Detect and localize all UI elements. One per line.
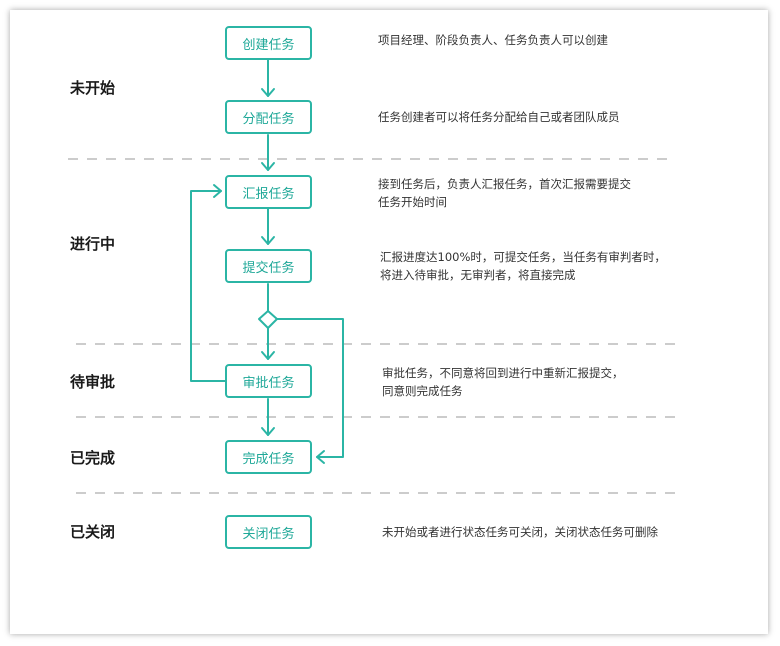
note-close: 未开始或者进行状态任务可关闭，关闭状态任务可删除 xyxy=(382,523,658,541)
note-assign-text: 任务创建者可以将任务分配给自己或者团队成员 xyxy=(378,110,620,124)
note-create: 项目经理、阶段负责人、任务负责人可以创建 xyxy=(378,31,608,49)
stage-label-in-progress: 进行中 xyxy=(70,235,116,253)
node-report-task[interactable]: 汇报任务 xyxy=(225,175,312,209)
note-create-text: 项目经理、阶段负责人、任务负责人可以创建 xyxy=(378,33,608,47)
note-review-line1: 审批任务，不同意将回到进行中重新汇报提交， xyxy=(382,366,624,380)
stage-label-pending-review: 待审批 xyxy=(70,373,116,391)
diagram-card xyxy=(10,10,768,634)
note-submit-line2: 将进入待审批，无审判者，将直接完成 xyxy=(380,268,576,282)
node-complete-task[interactable]: 完成任务 xyxy=(225,440,312,474)
note-review: 审批任务，不同意将回到进行中重新汇报提交， 同意则完成任务 xyxy=(382,364,624,400)
note-report-line2: 任务开始时间 xyxy=(378,195,447,209)
note-report-line1: 接到任务后，负责人汇报任务，首次汇报需要提交 xyxy=(378,177,631,191)
note-close-text: 未开始或者进行状态任务可关闭，关闭状态任务可删除 xyxy=(382,525,658,539)
decision-diamond xyxy=(258,310,278,329)
node-create-task[interactable]: 创建任务 xyxy=(225,26,312,60)
arrow-decision-to-complete xyxy=(276,318,344,458)
node-close-task[interactable]: 关闭任务 xyxy=(225,515,312,549)
node-submit-task[interactable]: 提交任务 xyxy=(225,249,312,283)
node-review-task[interactable]: 审批任务 xyxy=(225,364,312,398)
stage-label-closed: 已关闭 xyxy=(70,523,116,541)
note-submit-line1: 汇报进度达100%时，可提交任务，当任务有审判者时， xyxy=(380,250,666,264)
node-assign-task[interactable]: 分配任务 xyxy=(225,100,312,134)
note-assign: 任务创建者可以将任务分配给自己或者团队成员 xyxy=(378,108,620,126)
note-report: 接到任务后，负责人汇报任务，首次汇报需要提交 任务开始时间 xyxy=(378,175,631,211)
arrow-review-back-to-report xyxy=(190,190,226,382)
note-review-line2: 同意则完成任务 xyxy=(382,384,463,398)
stage-label-completed: 已完成 xyxy=(70,449,116,467)
stage-label-not-started: 未开始 xyxy=(70,79,116,97)
note-submit: 汇报进度达100%时，可提交任务，当任务有审判者时， 将进入待审批，无审判者，将… xyxy=(380,248,666,284)
